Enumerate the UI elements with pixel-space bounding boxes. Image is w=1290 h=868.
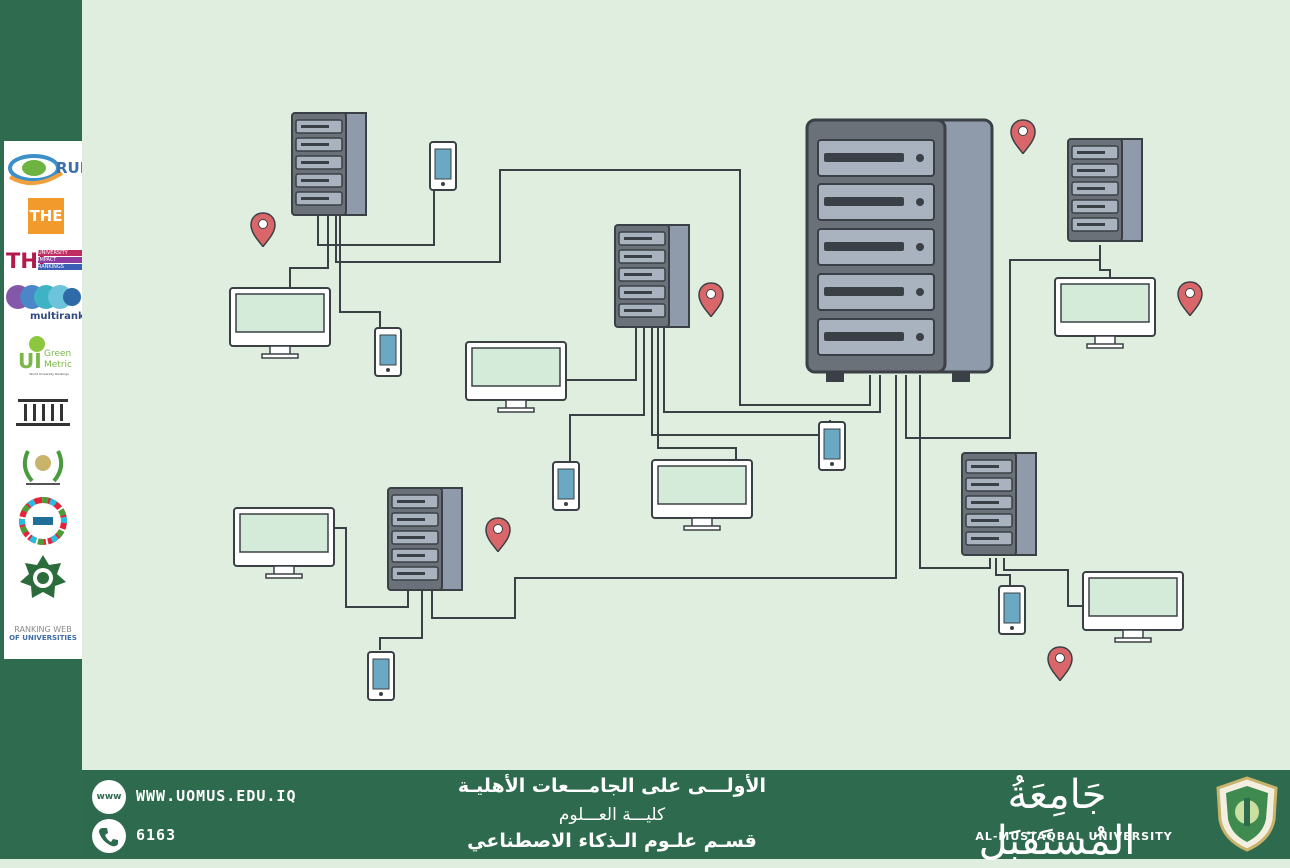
- network-diagram-canvas: [82, 0, 1290, 770]
- monitor-center-left: [465, 341, 567, 413]
- tagline-arabic: الأولـــى على الجامـــعات الأهليـة: [457, 775, 767, 797]
- phone-number[interactable]: 6163: [136, 826, 177, 844]
- sdg-wheel-icon: [19, 497, 67, 545]
- columns-building-icon: [16, 399, 70, 426]
- laurel-emblem-icon: [22, 450, 64, 485]
- phone-bottom-right: [998, 585, 1026, 635]
- the-impact-line-3: RANKINGS: [38, 264, 82, 270]
- sdg-logo[interactable]: [4, 497, 82, 545]
- server-bottom-left: [387, 487, 463, 591]
- phone-handset-icon: [99, 828, 118, 847]
- monitors: [229, 277, 1184, 643]
- university-name-english: AL-MUSTAQBAL UNIVERSITY: [975, 830, 1173, 843]
- phone-bottom-left: [367, 651, 395, 701]
- multirank-logo-text: multirank: [30, 311, 85, 322]
- pin-bottom-right: [1047, 646, 1073, 682]
- connection-lines: [289, 169, 1111, 650]
- federation-star-emblem-icon: [20, 555, 66, 598]
- the-impact-line-2: IMPACT: [38, 257, 82, 263]
- globe-web-icon: www: [92, 780, 126, 814]
- multirank-circles: [6, 285, 81, 309]
- phone-center-left: [552, 461, 580, 511]
- phone-icon: [92, 819, 126, 853]
- website-link[interactable]: WWW.UOMUS.EDU.IQ: [136, 787, 297, 805]
- the-logo[interactable]: THE: [4, 198, 82, 238]
- rur-logo-graphic: [8, 154, 64, 185]
- college-name-arabic: كليـــة العـــلوم: [558, 805, 666, 825]
- pin-top-right: [1010, 119, 1036, 155]
- webometrics-line-1: RANKING WEB: [14, 625, 72, 634]
- university-crest-icon[interactable]: [1214, 776, 1280, 852]
- pin-bottom-center: [485, 517, 511, 553]
- greenmetric-word-2: Metric: [44, 360, 72, 370]
- server-top-left: [291, 112, 367, 216]
- pin-center: [698, 282, 724, 318]
- server-bottom-right: [961, 452, 1037, 556]
- institution-building-logo[interactable]: [4, 393, 82, 429]
- phone-center-right: [818, 421, 846, 471]
- webometrics-line-2: OF UNIVERSITIES: [9, 634, 77, 642]
- network-diagram: [229, 112, 1203, 701]
- the-logo-text: THE: [28, 198, 64, 234]
- multirank-logo[interactable]: multirank: [4, 283, 85, 325]
- footer-banner: www WWW.UOMUS.EDU.IQ 6163 الأولـــى على …: [82, 770, 1290, 864]
- the-impact-logo[interactable]: THE UNIVERSITY IMPACT RANKINGS: [4, 247, 82, 277]
- monitor-right: [1054, 277, 1156, 349]
- rankings-logo-strip: RUR THE THE UNIVERSITY IMPACT RANKINGS m…: [4, 141, 91, 659]
- pin-right: [1177, 281, 1203, 317]
- server-center: [614, 224, 690, 328]
- greenmetric-subtitle: World University Rankings: [29, 372, 69, 376]
- rur-logo[interactable]: RUR: [4, 147, 91, 189]
- monitor-top-left: [229, 287, 331, 359]
- server-top-right: [1067, 138, 1143, 242]
- monitor-center-bottom: [651, 459, 753, 531]
- arab-engineers-federation-logo[interactable]: [4, 551, 82, 607]
- webometrics-logo[interactable]: RANKING WEB OF UNIVERSITIES: [4, 625, 82, 649]
- greenmetric-leaf-icon: [29, 336, 45, 352]
- pin-left: [250, 212, 276, 248]
- the-impact-line-1: UNIVERSITY: [38, 250, 82, 256]
- phone-left: [374, 327, 402, 377]
- monitor-bottom-right: [1082, 571, 1184, 643]
- location-pins: [250, 119, 1203, 682]
- phone-top: [429, 141, 457, 191]
- university-name-arabic: جَامِعَةُ المُستَقبَل: [978, 772, 1136, 864]
- greenmetric-word-1: Green: [44, 349, 72, 359]
- main-server: [805, 118, 994, 382]
- department-name-arabic: قسـم علـوم الـذكاء الاصطناعي: [467, 830, 757, 852]
- monitor-bottom-left: [233, 507, 335, 579]
- arab-universities-association-logo[interactable]: [4, 443, 82, 489]
- greenmetric-ui-text: UI: [18, 349, 42, 373]
- greenmetric-logo[interactable]: UI Green Metric World University Ranking…: [4, 335, 82, 381]
